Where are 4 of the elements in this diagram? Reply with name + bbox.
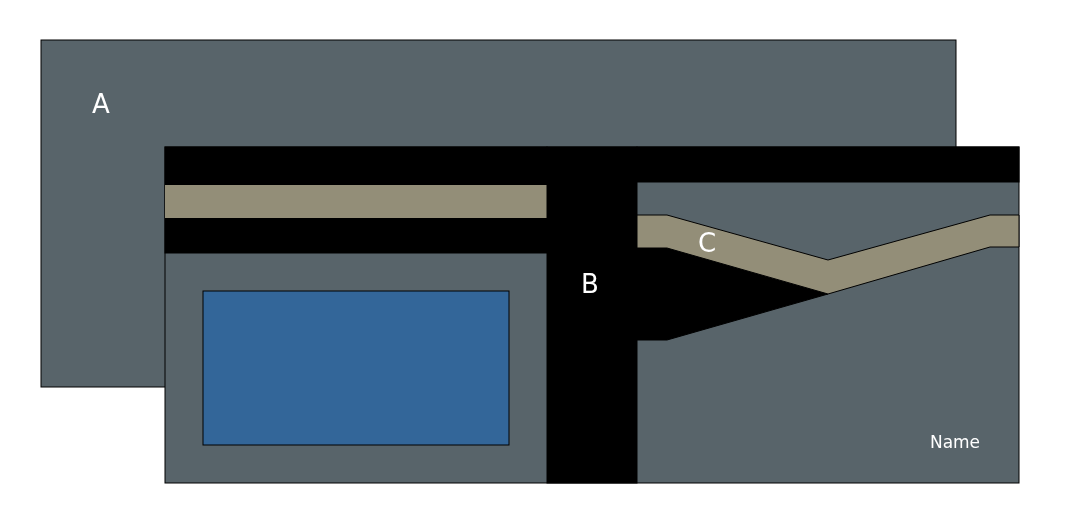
part-label: Name bbox=[929, 433, 981, 451]
part-letter: A bbox=[92, 91, 110, 117]
part-letter: C bbox=[697, 230, 717, 256]
part-letter: B bbox=[581, 271, 599, 297]
